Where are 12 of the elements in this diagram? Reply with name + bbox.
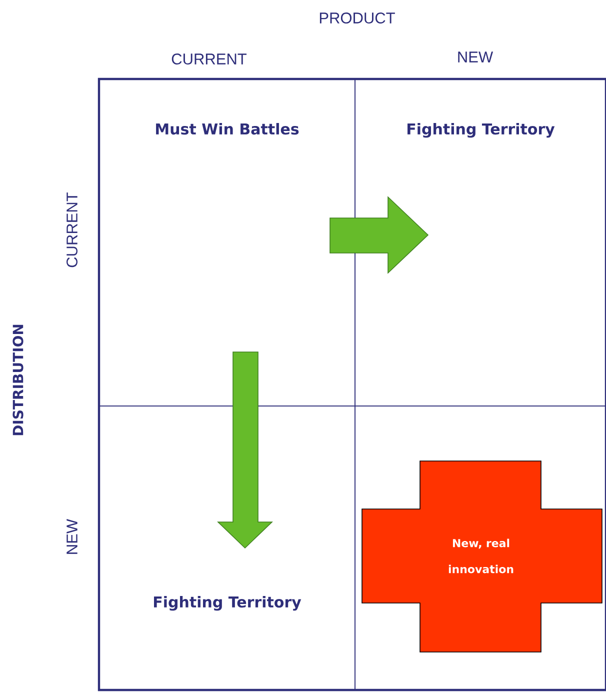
axis-label: NEW	[66, 518, 78, 554]
axis-label: CURRENT	[172, 54, 247, 64]
axis-label: CURRENT	[66, 192, 78, 268]
quadrant-cell	[354, 406, 606, 690]
axis-label: NEW	[458, 52, 494, 62]
block-arrow	[330, 196, 429, 274]
block-arrow	[217, 352, 273, 549]
axis-title: PRODUCT	[320, 12, 395, 24]
quadrant-cell: Fighting Territory	[98, 406, 356, 690]
axis-title: DISTRIBUTION	[12, 324, 24, 436]
node-label: Must Win Battles	[156, 123, 299, 135]
quadrant-cell: Fighting Territory	[354, 78, 606, 406]
